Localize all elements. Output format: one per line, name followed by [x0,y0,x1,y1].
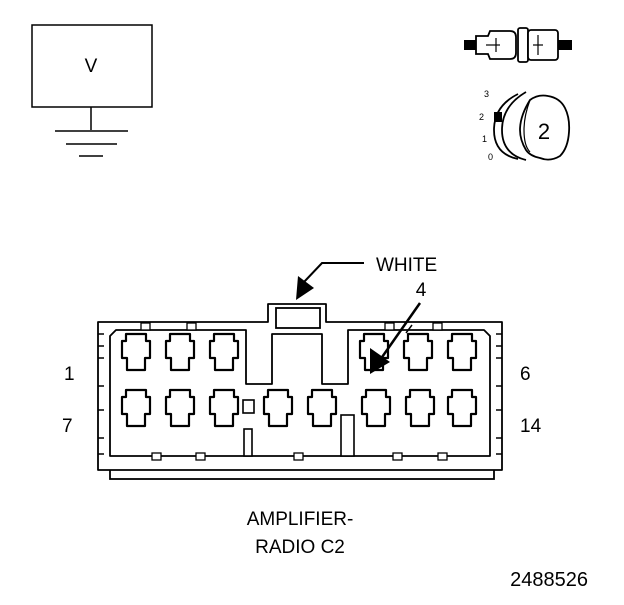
terminal-cavity-11 [306,388,338,428]
scale-mark-2: 2 [479,112,484,122]
connector-name-line2: RADIO C2 [255,537,345,558]
connector-name-line1: AMPLIFIER- [247,509,354,530]
left-side-ribs [98,333,104,455]
pin-label-14: 14 [520,416,542,437]
terminal-cavity-1 [120,332,152,372]
terminal-cavity-10 [262,388,294,428]
right-side-ribs [496,333,502,455]
terminal-cavity-13 [404,388,436,428]
probe-number: 2 [538,119,550,144]
ground-icon [55,130,128,157]
terminal-cavity-9 [208,388,240,428]
color-label: WHITE [376,255,437,276]
scale-mark-0: 0 [488,152,493,162]
terminal-cavity-12 [360,388,392,428]
white-callout-arrow [296,262,364,300]
connector-face [97,303,503,480]
terminal-cavity-3 [208,332,240,372]
terminal-cavity-7 [120,388,152,428]
terminal-cavity-6 [446,332,478,372]
pin-label-1: 1 [64,364,75,385]
figure-number: 2488526 [510,569,588,591]
pin-label-7: 7 [62,416,73,437]
terminal-cavity-2 [164,332,196,372]
terminal-cavity-14 [446,388,478,428]
terminal-probe-icon [464,27,572,63]
terminal-cavity-5 [402,332,434,372]
lock-window [275,307,321,329]
pointed-pin-label: 4 [416,280,427,301]
scale-mark-1: 1 [482,134,487,144]
voltmeter-symbol: V [31,24,153,157]
voltmeter-label: V [85,56,98,77]
pin-4-callout-arrow [370,302,422,374]
terminal-cavity-8 [164,388,196,428]
pin-label-6: 6 [520,364,531,385]
test-probe-icon: 3 2 1 0 2 [479,89,571,162]
scale-mark-3: 3 [484,89,489,99]
